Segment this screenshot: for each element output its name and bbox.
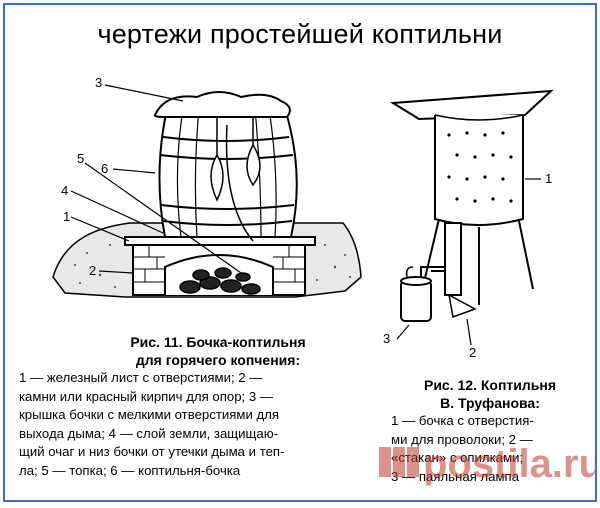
figure-12-caption-line: ми для проволоки; 2 — bbox=[391, 431, 533, 447]
sawdust-cup bbox=[444, 222, 462, 296]
top-sheet bbox=[389, 89, 554, 121]
inner-cone bbox=[225, 124, 254, 242]
figure-11-caption-line: крышка бочки с мелкими отверстиями для bbox=[19, 407, 280, 423]
drum-top-rim bbox=[434, 114, 524, 121]
figure-11-caption-line: ла; 5 — топка; 6 — коптильня-бочка bbox=[19, 462, 241, 478]
barrel-lid bbox=[153, 91, 291, 118]
cup-stand bbox=[447, 293, 477, 319]
callout-left-3: 3 bbox=[95, 75, 102, 90]
postila-watermark: postila.ru bbox=[379, 442, 597, 486]
figure-11-barrel-smokehouse bbox=[52, 84, 362, 298]
callout-left-2: 2 bbox=[89, 263, 96, 278]
figure-12-trufanov-smokehouse bbox=[389, 89, 554, 346]
figure-11-caption-title-1: Рис. 11. Бочка-коптильня bbox=[130, 334, 306, 350]
callout-left-1: 1 bbox=[63, 209, 70, 224]
callout-left-5: 5 bbox=[77, 151, 84, 166]
figure-11-caption-title-2: для горячего копчения: bbox=[135, 352, 301, 368]
smokehouse-drawings: 3 5 6 4 1 2 1 2 3 bbox=[52, 75, 554, 360]
figure-12-caption-title-1: Рис. 12. Коптильня bbox=[423, 377, 556, 393]
blowtorch bbox=[400, 266, 445, 322]
callout-left-6: 6 bbox=[101, 161, 108, 176]
callout-right-2: 2 bbox=[469, 345, 476, 360]
fish-1 bbox=[210, 153, 224, 202]
figure-12-caption-line: 1 — бочка с отверстия- bbox=[391, 413, 534, 428]
figure-12-caption: Рис. 12. Коптильня В. Труфанова: 1 — боч… bbox=[391, 376, 589, 486]
figure-11-caption: Рис. 11. Бочка-коптильня для горячего ко… bbox=[19, 333, 387, 481]
drum-holes bbox=[447, 131, 513, 203]
firewood bbox=[179, 267, 261, 295]
page-title: чертежи простейшей коптильни bbox=[97, 19, 503, 49]
figure-12-caption-title-2: В. Труфанова: bbox=[440, 395, 540, 411]
figure-11-caption-line: щий очаг и низ бочки от утечки дыма и те… bbox=[19, 444, 285, 460]
callout-right-3: 3 bbox=[383, 331, 390, 346]
figure-11-caption-line: выхода дыма; 4 — слой земли, защищаю- bbox=[19, 425, 278, 441]
left-leader-lines bbox=[70, 84, 242, 274]
postila-logo-icon bbox=[379, 447, 419, 477]
right-leader-lines bbox=[396, 178, 541, 346]
brick-lines bbox=[133, 245, 305, 283]
figure-12-caption-line: 3 — паяльная лампа bbox=[391, 468, 520, 484]
callout-right-1: 1 bbox=[545, 171, 552, 186]
hanging-rod bbox=[216, 115, 254, 155]
figure-11-caption-line: 1 — железный лист с отверстиями; 2 — bbox=[19, 370, 263, 385]
image-frame: чертежи простейшей коптильни bbox=[3, 3, 597, 502]
watermark-text: postila.ru bbox=[423, 442, 597, 486]
fish-2 bbox=[246, 143, 261, 187]
figure-12-caption-line: «стакан» с опилками; bbox=[391, 450, 524, 466]
figure-11-caption-line: камни или красный кирпич для опор; 3 — bbox=[19, 388, 274, 404]
callout-left-4: 4 bbox=[61, 183, 68, 198]
